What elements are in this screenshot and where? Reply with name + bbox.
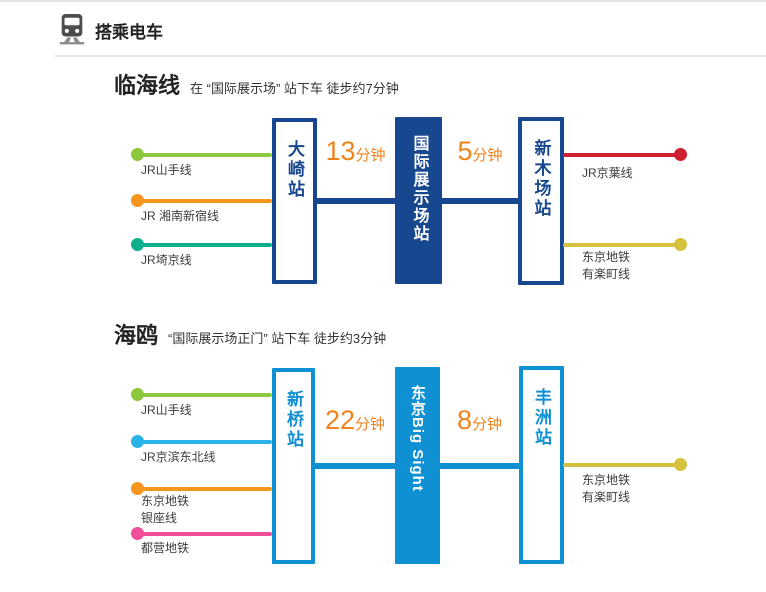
feeder-line-label: JR京滨东北线 [141,450,216,464]
exit-line-label: 东京地铁 有楽町线 [582,472,630,506]
travel-time: 13分钟 [315,137,396,166]
feeder-line [133,393,272,397]
feeder-line-label: JR埼京线 [141,253,192,267]
feeder-line [133,243,272,247]
section-title-rinkai: 临海线 在 “国际展示场” 站下车 徒步约7分钟 [114,68,399,100]
station-box-shimbashi: 新桥站 [272,368,315,564]
feeder-line-label: JR山手线 [141,403,192,417]
exit-line [563,153,682,157]
station-box-tokyo-big-sight: 东京Big Sight [395,367,440,564]
feeder-line [133,440,272,444]
feeder-line-dot [131,238,144,251]
route-connector [438,463,521,469]
station-box-toyosu: 丰洲站 [519,366,564,564]
station-box-osaki: 大崎站 [272,118,317,284]
section-title-yurikamome: 海鸥 “国际展示场正门” 站下车 徒步约3分钟 [114,318,386,350]
section-name: 临海线 [114,73,181,98]
travel-time-number: 22 [324,405,356,435]
feeder-line [133,532,272,536]
feeder-line-label: JR山手线 [141,163,192,177]
feeder-line [133,199,272,203]
feeder-line [133,487,272,491]
station-name: 大崎站 [285,140,304,200]
exit-line-label: 东京地铁 有楽町线 [582,249,630,283]
exit-line-label-line: 有楽町线 [582,490,631,504]
route-connector [313,463,397,469]
feeder-line [133,153,272,157]
travel-time-unit: 分钟 [355,147,386,164]
travel-time: 5分钟 [441,137,519,166]
travel-time-unit: 分钟 [472,147,503,164]
exit-line-label-line: 东京地铁 [582,250,631,264]
travel-time-number: 8 [456,405,472,435]
station-box-shin-kiba: 新木场站 [518,117,564,285]
feeder-line-dot [131,388,144,401]
feeder-line-dot [131,435,144,448]
station-name: 国际展示场站 [410,135,428,243]
feeder-line-label-line: 银座线 [141,511,178,525]
station-name: 东京Big Sight [409,385,426,492]
exit-line [563,463,682,467]
travel-time: 22分钟 [315,406,395,435]
exit-line-dot [674,238,687,251]
section-subtitle: “国际展示场正门” 站下车 徒步约3分钟 [168,331,387,346]
section-name: 海鸥 [114,323,159,348]
travel-time-number: 13 [325,136,356,166]
train-icon [59,14,85,45]
station-name: 丰洲站 [532,388,551,448]
feeder-line-dot [131,148,144,161]
travel-time-unit: 分钟 [472,416,503,433]
page-title: 搭乘电车 [95,23,163,42]
travel-time-unit: 分钟 [355,416,386,433]
header-divider [55,55,766,57]
station-name: 新桥站 [284,390,303,450]
exit-line-label: JR京葉线 [582,166,633,180]
exit-line-label-line: 东京地铁 [582,473,631,487]
station-box-kokusai-tenjijo: 国际展示场站 [395,117,442,284]
feeder-line-label: 都营地铁 [141,541,190,555]
exit-line [563,243,682,247]
section-subtitle: 在 “国际展示场” 站下车 徒步约7分钟 [190,81,399,96]
feeder-line-label-line: 东京地铁 [141,494,190,508]
feeder-line-label: 东京地铁 银座线 [141,493,189,527]
travel-time: 8分钟 [440,406,519,435]
feeder-line-label: JR 湘南新宿线 [141,209,220,223]
exit-line-dot [674,148,687,161]
route-connector [441,198,519,204]
exit-line-label-line: 有楽町线 [582,267,631,281]
feeder-line-dot [131,194,144,207]
feeder-line-dot [131,482,144,495]
exit-line-dot [674,458,687,471]
station-name: 新木场站 [531,139,551,219]
travel-time-number: 5 [457,136,473,166]
route-connector [315,198,396,204]
feeder-line-dot [131,527,144,540]
